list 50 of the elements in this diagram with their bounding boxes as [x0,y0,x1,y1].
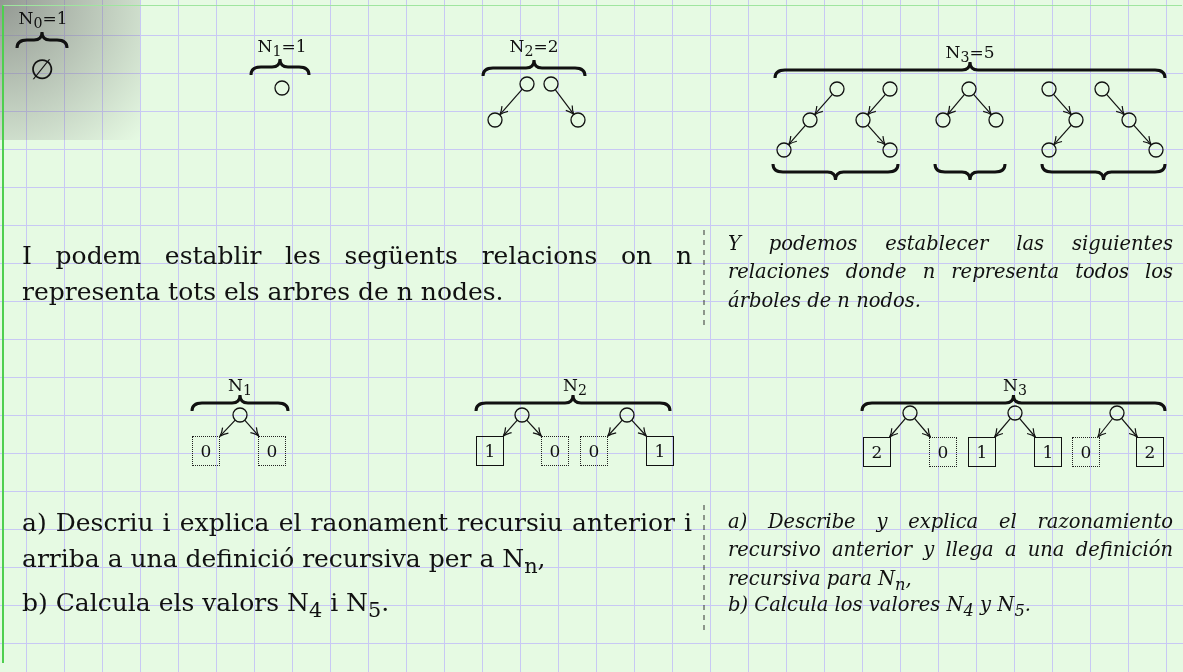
tree-node-circle [882,81,898,97]
statement-text: I podem establir les següents relacions on n representa tots els arbres de n nodes. [22,240,692,309]
number-box: 2 [1136,437,1164,467]
count-label: N$_{1}$=1 [256,36,308,61]
number-box: 1 [1034,437,1062,467]
number-box: 0 [929,437,957,467]
number-box: 1 [476,436,504,466]
empty-set-symbol: ∅ [29,52,55,88]
tree-node-circle [543,76,559,92]
tree-node-circle [935,112,951,128]
count-label: N$_{3}$=5 [944,42,996,67]
number-box: 0 [258,436,286,466]
count-label: N$_{1}$ [227,375,253,400]
tree-node-circle [619,407,635,423]
number-box: 0 [541,436,569,466]
tree-node-circle [961,81,977,97]
number-box: 0 [192,436,220,466]
tree-node-circle [1041,81,1057,97]
statement-text: Y podemos establecer las siguientes relaciones donde n representa todos los árboles de n nodos. [728,231,1173,314]
tree-node-circle [829,81,845,97]
question-text: b) Calcula els valors N$_{4}$ i N$_{5}$. [22,587,391,624]
tree-node-circle [1094,81,1110,97]
count-label: N$_{3}$ [1002,375,1028,400]
tree-node-circle [1007,405,1023,421]
count-label: N$_{2}$ [562,375,588,400]
tree-node-circle [1041,142,1057,158]
tree-node-circle [776,142,792,158]
number-box: 1 [646,436,674,466]
tree-node-circle [519,76,535,92]
tree-node-circle [514,407,530,423]
number-box: 0 [1072,437,1100,467]
tree-node-circle [855,112,871,128]
count-label: N$_{0}$=1 [17,8,69,33]
tree-node-circle [802,112,818,128]
tree-node-circle [882,142,898,158]
tree-node-circle [988,112,1004,128]
number-box: 0 [580,436,608,466]
tree-node-circle [274,80,290,96]
tree-node-circle [1148,142,1164,158]
tree-node-circle [232,407,248,423]
tree-node-circle [1121,112,1137,128]
count-label: N$_{2}$=2 [508,36,560,61]
tree-node-circle [902,405,918,421]
number-box: 1 [968,437,996,467]
tree-node-circle [487,112,503,128]
tree-node-circle [1109,405,1125,421]
question-text: b) Calcula los valores N$_{4}$ y N$_{5}$. [728,592,1032,622]
tree-node-circle [1068,112,1084,128]
tree-node-circle [570,112,586,128]
number-box: 2 [863,437,891,467]
